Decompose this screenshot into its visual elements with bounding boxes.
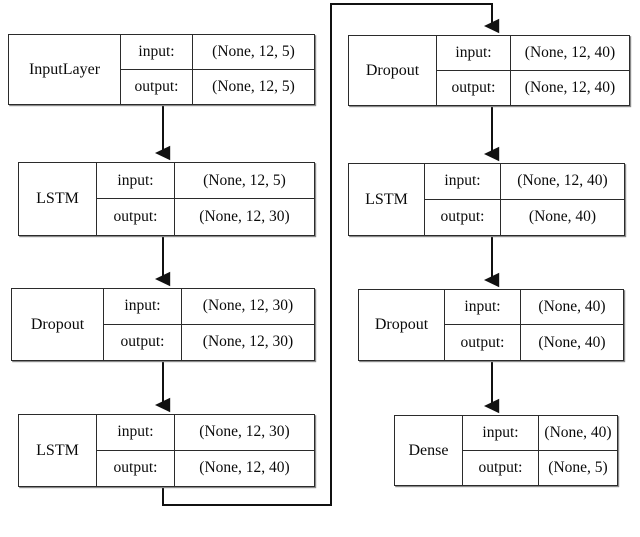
input-row-input-layer: input: (None, 12, 5) xyxy=(121,35,314,70)
input-label-dropout-2: input: xyxy=(437,36,511,70)
output-label-input-layer: output: xyxy=(121,69,193,104)
input-shape-lstm-1: (None, 12, 5) xyxy=(203,171,286,189)
output-row-dropout-2: output: (None, 12, 40) xyxy=(437,70,629,105)
input-label-lstm-3: input: xyxy=(425,164,501,199)
layer-io-table-dense-1: input: (None, 40) output: (None, 5) xyxy=(463,416,617,485)
layer-name-dropout-1: Dropout xyxy=(12,289,104,360)
input-label-dropout-3: input: xyxy=(445,290,521,324)
output-shape-dropout-3: (None, 40) xyxy=(538,333,606,351)
output-row-lstm-3: output: (None, 40) xyxy=(425,199,624,235)
output-shape-dropout-1: (None, 12, 30) xyxy=(202,333,294,351)
input-row-dropout-2: input: (None, 12, 40) xyxy=(437,36,629,71)
input-label-lstm-1: input: xyxy=(97,163,175,198)
output-row-dense-1: output: (None, 5) xyxy=(463,450,617,485)
layer-io-table-lstm-1: input: (None, 12, 5) output: (None, 12, 30) xyxy=(97,163,314,235)
input-row-lstm-3: input: (None, 12, 40) xyxy=(425,164,624,200)
input-label-lstm-2: input: xyxy=(97,415,175,450)
output-label-lstm-1: output: xyxy=(97,199,175,235)
layer-io-table-dropout-2: input: (None, 12, 40) output: (None, 12, 40… xyxy=(437,36,629,105)
output-shape-lstm-1: (None, 12, 30) xyxy=(199,208,290,225)
layer-name-dropout-2: Dropout xyxy=(349,36,437,105)
layer-name-dense-1: Dense xyxy=(395,416,463,485)
layer-name-dropout-3: Dropout xyxy=(359,290,445,360)
output-shape-input-layer: (None, 12, 5) xyxy=(212,77,295,95)
layer-io-table-dropout-3: input: (None, 40) output: (None, 40) xyxy=(445,290,623,360)
output-shape-dropout-2: (None, 12, 40) xyxy=(524,78,616,96)
input-shape-dropout-3: (None, 40) xyxy=(538,298,606,315)
input-row-lstm-1: input: (None, 12, 5) xyxy=(97,163,314,199)
output-shape-dense-1: (None, 5) xyxy=(548,458,608,476)
output-label-dropout-1: output: xyxy=(104,324,182,360)
output-row-dropout-1: output: (None, 12, 30) xyxy=(104,324,314,360)
output-label-lstm-2: output: xyxy=(97,450,175,486)
output-label-dropout-2: output: xyxy=(437,70,511,105)
layer-name-input-layer: InputLayer xyxy=(9,35,121,104)
output-row-lstm-2: output: (None, 12, 40) xyxy=(97,450,314,486)
input-row-lstm-2: input: (None, 12, 30) xyxy=(97,415,314,451)
input-shape-input-layer: (None, 12, 5) xyxy=(212,42,295,60)
layer-name-lstm-1: LSTM xyxy=(19,163,97,235)
input-row-dense-1: input: (None, 40) xyxy=(463,416,617,451)
input-label-input-layer: input: xyxy=(121,35,193,69)
output-row-input-layer: output: (None, 12, 5) xyxy=(121,69,314,104)
input-shape-dropout-1: (None, 12, 30) xyxy=(202,297,294,315)
output-row-lstm-1: output: (None, 12, 30) xyxy=(97,199,314,235)
output-label-lstm-3: output: xyxy=(425,199,501,235)
input-shape-dense-1: (None, 40) xyxy=(544,423,612,441)
layer-name-lstm-2: LSTM xyxy=(19,415,97,486)
output-label-dropout-3: output: xyxy=(445,325,521,360)
input-shape-lstm-2: (None, 12, 30) xyxy=(199,423,290,441)
layer-io-table-input-layer: input: (None, 12, 5) output: (None, 12, 5) xyxy=(121,35,314,104)
layer-name-lstm-3: LSTM xyxy=(349,164,425,235)
layer-io-table-lstm-2: input: (None, 12, 30) output: (None, 12, 40… xyxy=(97,415,314,486)
output-label-dense-1: output: xyxy=(463,450,539,485)
output-shape-lstm-3: (None, 40) xyxy=(528,208,597,226)
input-shape-lstm-3: (None, 12, 40) xyxy=(517,172,608,190)
input-shape-dropout-2: (None, 12, 40) xyxy=(524,43,616,61)
layer-io-table-dropout-1: input: (None, 12, 30) output: (None, 12, 30… xyxy=(104,289,314,360)
input-row-dropout-3: input: (None, 40) xyxy=(445,290,623,325)
layer-io-table-lstm-3: input: (None, 12, 40) output: (None, 40) xyxy=(425,164,624,235)
input-label-dense-1: input: xyxy=(463,416,539,450)
input-label-dropout-1: input: xyxy=(104,289,182,324)
output-shape-lstm-2: (None, 12, 40) xyxy=(199,459,290,477)
output-row-dropout-3: output: (None, 40) xyxy=(445,325,623,360)
input-row-dropout-1: input: (None, 12, 30) xyxy=(104,289,314,325)
